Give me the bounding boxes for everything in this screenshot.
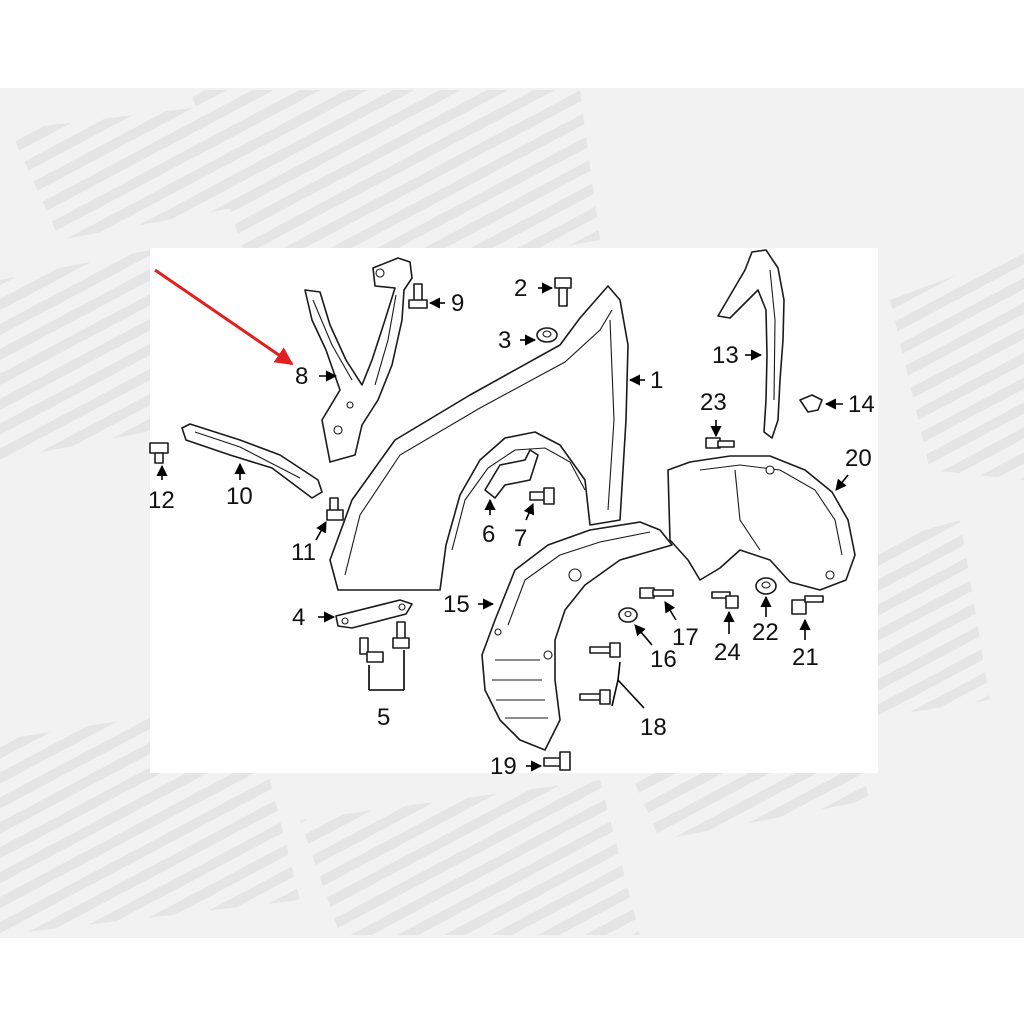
- part-16-washer: [618, 607, 638, 623]
- part-2-bolt: [554, 277, 572, 307]
- callout-21: 21: [792, 644, 819, 671]
- part-21-bolt: [791, 595, 824, 615]
- callout-11: 11: [291, 539, 316, 566]
- part-11-bolt: [326, 497, 344, 521]
- callout-7: 7: [514, 525, 527, 552]
- callout-20: 20: [845, 445, 872, 472]
- callout-19: 19: [490, 753, 517, 780]
- part-17-bolt: [639, 587, 674, 599]
- callout-12: 12: [148, 487, 175, 514]
- part-18-screws: [579, 642, 621, 705]
- callout-1: 1: [650, 367, 663, 394]
- callout-23: 23: [700, 389, 727, 416]
- callout-17: 17: [672, 624, 699, 651]
- callout-13: 13: [712, 342, 739, 369]
- callout-10: 10: [226, 483, 253, 510]
- callout-3: 3: [498, 327, 511, 354]
- callout-24: 24: [714, 639, 741, 666]
- leader-5: [368, 650, 405, 691]
- part-7-bolt: [529, 487, 555, 505]
- callout-9: 9: [451, 290, 464, 317]
- callout-16: 16: [650, 646, 677, 673]
- callout-14: 14: [848, 391, 875, 418]
- part-4-bracket: [335, 599, 413, 629]
- callout-4: 4: [292, 604, 305, 631]
- callout-18: 18: [640, 714, 667, 741]
- leader-18: [611, 661, 645, 709]
- highlight-arrow: [154, 268, 294, 366]
- leader-16: [634, 624, 653, 646]
- part-10-reinforcement: [181, 423, 323, 499]
- part-1-front-fender: [329, 285, 629, 591]
- part-3-grommet: [536, 327, 558, 343]
- callout-6: 6: [482, 521, 495, 548]
- leader-11: [315, 521, 327, 541]
- part-8-fender-bracket: [304, 257, 413, 463]
- leader-7: [523, 502, 535, 521]
- leader-20: [835, 474, 849, 491]
- callout-labels: 1 2 3 4 5 6 7 8 9 10 11 12 13 14 15 16 1…: [148, 275, 875, 780]
- callout-15: 15: [443, 591, 470, 618]
- part-5-bolts: [359, 621, 410, 663]
- part-19-screw: [543, 751, 571, 771]
- callout-8: 8: [295, 363, 308, 390]
- part-15-wheel-liner: [481, 521, 673, 751]
- part-6-bracket: [484, 449, 539, 499]
- part-24-bolt: [711, 591, 739, 609]
- part-14-clip: [799, 394, 823, 413]
- part-22-nut: [755, 577, 777, 595]
- leader-lines: [156, 282, 849, 772]
- part-12-bolt: [149, 442, 169, 464]
- part-23-bolt: [705, 437, 735, 449]
- callout-5: 5: [377, 704, 390, 731]
- part-13-strip: [717, 249, 785, 439]
- callout-2: 2: [514, 275, 527, 302]
- leader-17: [664, 601, 677, 621]
- part-20-rear-liner: [667, 455, 856, 591]
- part-9-bolt: [408, 283, 428, 309]
- callout-22: 22: [752, 619, 779, 646]
